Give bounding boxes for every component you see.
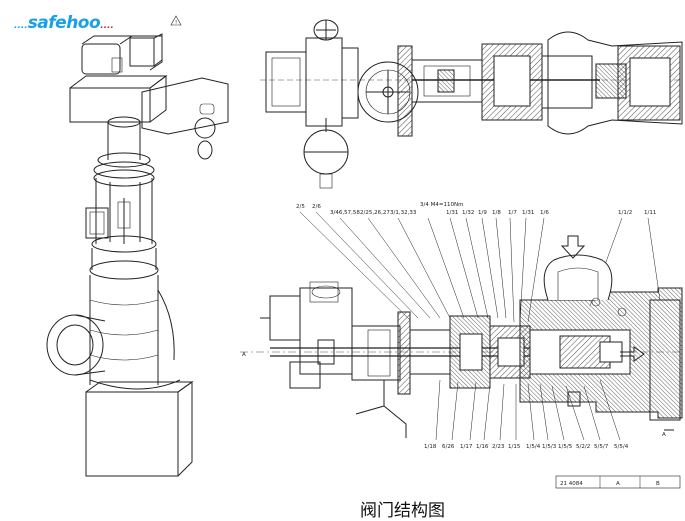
svg-text:A: A xyxy=(242,352,246,358)
svg-text:1/32: 1/32 xyxy=(462,210,474,216)
svg-text:1/9: 1/9 xyxy=(478,210,487,216)
svg-text:3/1,32,33: 3/1,32,33 xyxy=(390,210,417,216)
callouts-top: 2/5 2/6 3/46,57,58 2/25,26,27 3/1,32,33 … xyxy=(296,202,656,216)
svg-text:1/17: 1/17 xyxy=(460,444,473,450)
bottom-section-view: 2/5 2/6 3/46,57,58 2/25,26,27 3/1,32,33 … xyxy=(240,202,683,450)
warning-mark: ! xyxy=(175,20,177,26)
svg-text:1/6: 1/6 xyxy=(540,210,549,216)
svg-text:1/8: 1/8 xyxy=(492,210,501,216)
top-section-view xyxy=(260,19,683,189)
svg-text:2/5: 2/5 xyxy=(296,204,305,210)
svg-text:A: A xyxy=(662,432,666,438)
svg-text:5/5/7: 5/5/7 xyxy=(594,444,609,450)
svg-text:2/6: 2/6 xyxy=(312,204,321,210)
logo-text: safehoo xyxy=(27,13,101,33)
svg-text:5/5/4: 5/5/4 xyxy=(614,444,629,450)
svg-text:1/31: 1/31 xyxy=(446,210,458,216)
svg-text:1/1/2: 1/1/2 xyxy=(618,210,632,216)
leader-lines xyxy=(299,211,661,441)
svg-text:B: B xyxy=(656,481,660,487)
svg-text:1/5/5: 1/5/5 xyxy=(558,444,573,450)
svg-text:3/4 M4=110Nm: 3/4 M4=110Nm xyxy=(420,202,463,208)
svg-text:1/31: 1/31 xyxy=(522,210,534,216)
isometric-valve: ! xyxy=(46,15,229,477)
svg-text:21 4084: 21 4084 xyxy=(560,481,583,487)
svg-text:1/7: 1/7 xyxy=(508,210,517,216)
diagram-caption: 阀门结构图 xyxy=(360,501,445,521)
svg-text:1/11: 1/11 xyxy=(644,210,656,216)
svg-text:A: A xyxy=(616,481,620,487)
warning-icon: ! xyxy=(170,15,182,26)
svg-text:3/46,57,58: 3/46,57,58 xyxy=(330,210,360,216)
callouts-bottom: 1/18 6/26 1/17 1/16 2/23 1/15 1/5/4 1/5/… xyxy=(424,444,629,450)
svg-text:1/16: 1/16 xyxy=(476,444,489,450)
title-block: 21 4084 A B xyxy=(555,475,681,489)
svg-text:1/5/4: 1/5/4 xyxy=(526,444,541,450)
svg-text:5/2/2: 5/2/2 xyxy=(576,444,590,450)
svg-text:2/23: 2/23 xyxy=(492,444,505,450)
svg-text:6/26: 6/26 xyxy=(442,444,455,450)
svg-text:1/18: 1/18 xyxy=(424,444,437,450)
svg-text:2/25,26,27: 2/25,26,27 xyxy=(360,210,390,216)
svg-text:1/5/3: 1/5/3 xyxy=(542,444,557,450)
safehoo-logo: ....safehoo.... xyxy=(14,13,114,33)
svg-text:1/15: 1/15 xyxy=(508,444,521,450)
